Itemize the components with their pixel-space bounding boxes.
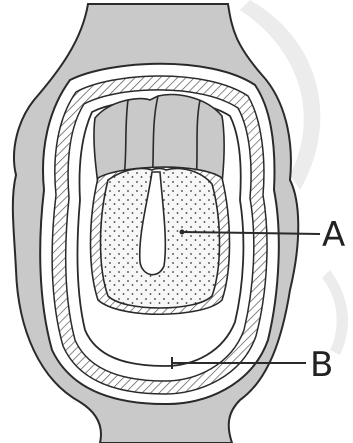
watermark-swoosh-lower	[322, 270, 348, 355]
label-b: B	[310, 345, 333, 385]
leader-dot-a	[180, 230, 185, 235]
label-a: A	[322, 215, 345, 255]
